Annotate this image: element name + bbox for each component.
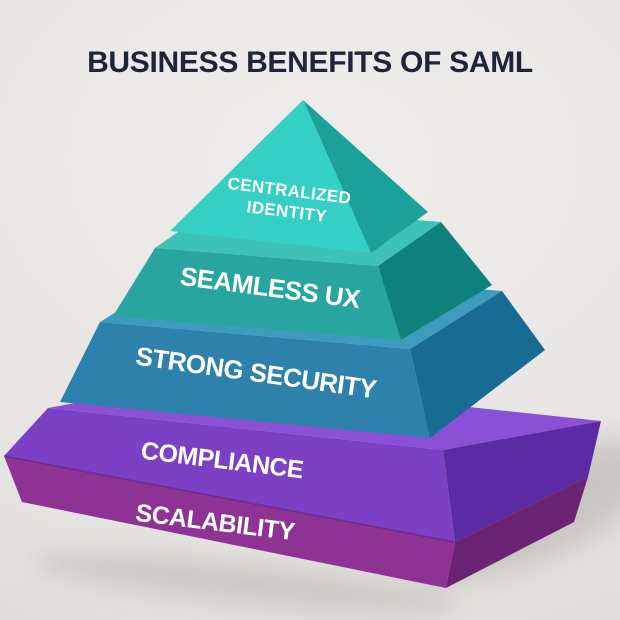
layer-strong-security-front-face bbox=[60, 322, 430, 438]
compliance-scalability-edge bbox=[3, 455, 456, 543]
layer-centralized-identity-front-face bbox=[170, 100, 371, 253]
layer-seamless-ux-front-face bbox=[113, 248, 401, 340]
layer-scalability-front-face bbox=[4, 456, 455, 588]
layer-scalability-side-face bbox=[446, 477, 588, 588]
layer-centralized-identity-side-face bbox=[303, 100, 428, 253]
layer-compliance-front-face bbox=[4, 408, 455, 542]
layer-compliance-side-face bbox=[443, 421, 601, 542]
layer-seamless-ux-side-face bbox=[378, 222, 492, 340]
page-title: BUSINESS BENEFITS OF SAML bbox=[87, 46, 533, 79]
layer-strong-security-side-face bbox=[410, 291, 545, 438]
